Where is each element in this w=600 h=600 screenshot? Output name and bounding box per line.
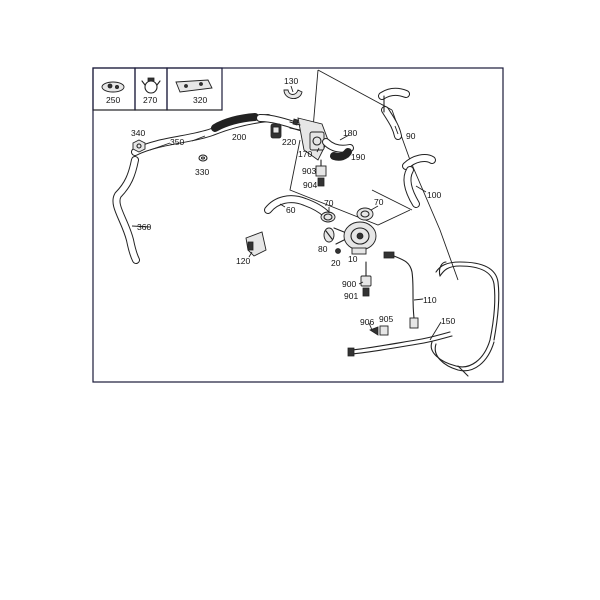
hose-200 [131, 113, 272, 156]
callout-190: 190 [351, 152, 365, 162]
callout-90: 90 [406, 131, 416, 141]
hose-90 [378, 87, 410, 140]
callout-60: 60 [286, 205, 296, 215]
callout-270: 270 [143, 95, 157, 105]
callout-130: 130 [284, 76, 298, 86]
inset-boxes [92, 67, 223, 111]
diagram-frame [92, 67, 504, 383]
part-330-washer [198, 154, 208, 162]
callout-250: 250 [106, 95, 120, 105]
part-900-901 [360, 261, 372, 297]
callout-70-right: 70 [374, 197, 384, 207]
hose-to-valve [256, 114, 304, 131]
part-70-clamp-left [320, 211, 336, 223]
part-270-clamp [141, 77, 161, 94]
part-10-pump [333, 221, 377, 255]
callout-170: 170 [298, 149, 312, 159]
callout-350: 350 [170, 137, 184, 147]
hose-100 [402, 154, 436, 208]
callout-labels: 250 270 320 130 340 350 200 220 180 90 1… [106, 76, 455, 327]
callout-70-left: 70 [324, 198, 334, 208]
hose-180-190 [322, 138, 354, 161]
part-80-20 [323, 227, 341, 254]
part-130-clip [283, 89, 303, 99]
callout-100: 100 [427, 190, 441, 200]
part-120-bracket [245, 231, 267, 257]
callout-180: 180 [343, 128, 357, 138]
callout-903: 903 [302, 166, 316, 176]
hose-60 [264, 195, 330, 218]
part-340-nut [132, 139, 146, 153]
callout-200: 200 [232, 132, 246, 142]
callout-10: 10 [348, 254, 358, 264]
callout-901: 901 [344, 291, 358, 301]
cable-110 [383, 251, 419, 329]
harness-150 [347, 261, 500, 377]
callout-110: 110 [423, 295, 437, 305]
callout-150: 150 [441, 316, 455, 326]
part-70-clamp-right [356, 207, 374, 221]
callout-340: 340 [131, 128, 145, 138]
callout-900: 900 [342, 279, 356, 289]
callout-904: 904 [303, 180, 317, 190]
callout-360: 360 [137, 222, 151, 232]
part-170-valve [289, 117, 329, 161]
callout-905: 905 [379, 314, 393, 324]
part-220-bracket [270, 123, 282, 139]
callout-120: 120 [236, 256, 250, 266]
callout-320: 320 [193, 95, 207, 105]
part-250-clip [101, 81, 125, 93]
leader-lines [131, 85, 442, 341]
callout-80: 80 [318, 244, 328, 254]
callout-20: 20 [331, 258, 341, 268]
part-903-904 [315, 159, 327, 187]
part-320-bracket [175, 79, 213, 93]
callout-906: 906 [360, 317, 374, 327]
callout-330: 330 [195, 167, 209, 177]
callout-220: 220 [282, 137, 296, 147]
hose-360 [112, 156, 140, 264]
part-906-905 [369, 325, 389, 336]
